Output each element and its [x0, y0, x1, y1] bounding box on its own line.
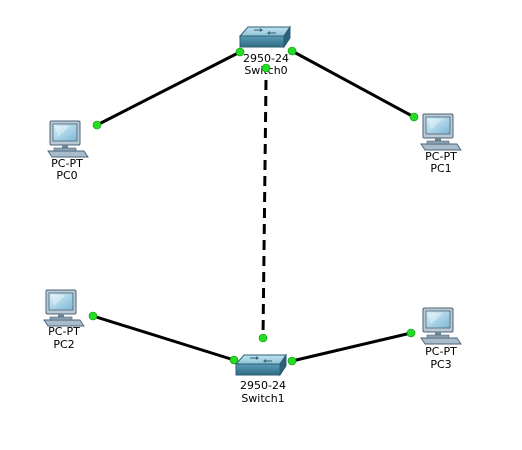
pc1-device[interactable]: PC-PT PC1 — [420, 113, 462, 175]
switch1-name-label: Switch1 — [241, 392, 284, 405]
link-switch0-pc0[interactable] — [96, 50, 241, 127]
switch1-model-label: 2950-24 — [240, 379, 286, 392]
pc3-device[interactable]: PC-PT PC3 — [420, 307, 462, 371]
pc0-device[interactable]: PC-PT PC0 — [47, 120, 89, 182]
switch1-device[interactable]: 2950-24 Switch1 — [235, 354, 287, 405]
pc3-model-label: PC-PT — [425, 345, 457, 358]
link-light-switch0-pc0 — [235, 47, 245, 57]
link-light-pc0 — [92, 120, 102, 130]
pc1-name-label: PC1 — [430, 162, 451, 175]
link-switch1-pc2[interactable] — [92, 314, 235, 362]
pc0-model-label: PC-PT — [51, 157, 83, 170]
links-layer — [92, 49, 415, 363]
link-light-switch0-pc1 — [287, 46, 297, 56]
switch0-model-label: 2950-24 — [243, 52, 289, 65]
pc-icon[interactable] — [420, 307, 462, 345]
link-light-switch1-pc3 — [287, 356, 297, 366]
link-light-switch1-switch0 — [258, 333, 268, 343]
link-switch1-pc3[interactable] — [291, 331, 412, 363]
link-light-pc2 — [88, 311, 98, 321]
pc3-name-label: PC3 — [430, 358, 451, 371]
switch-icon[interactable] — [239, 26, 291, 48]
link-switch0-pc1[interactable] — [291, 49, 415, 119]
link-light-switch1-pc2 — [229, 355, 239, 365]
pc0-name-label: PC0 — [56, 169, 77, 182]
pc-icon[interactable] — [43, 289, 85, 327]
pc2-device[interactable]: PC-PT PC2 — [43, 289, 85, 351]
pc-icon[interactable] — [47, 120, 89, 158]
switch-icon[interactable] — [235, 354, 287, 376]
link-switch0-switch1[interactable] — [261, 79, 268, 339]
pc1-model-label: PC-PT — [425, 150, 457, 163]
link-lights-layer — [88, 46, 419, 366]
pc2-model-label: PC-PT — [48, 325, 80, 338]
link-light-pc3 — [406, 328, 416, 338]
link-light-pc1 — [409, 112, 419, 122]
link-light-switch0-switch1 — [261, 63, 271, 73]
pc-icon[interactable] — [420, 113, 462, 151]
pc2-name-label: PC2 — [53, 338, 74, 351]
